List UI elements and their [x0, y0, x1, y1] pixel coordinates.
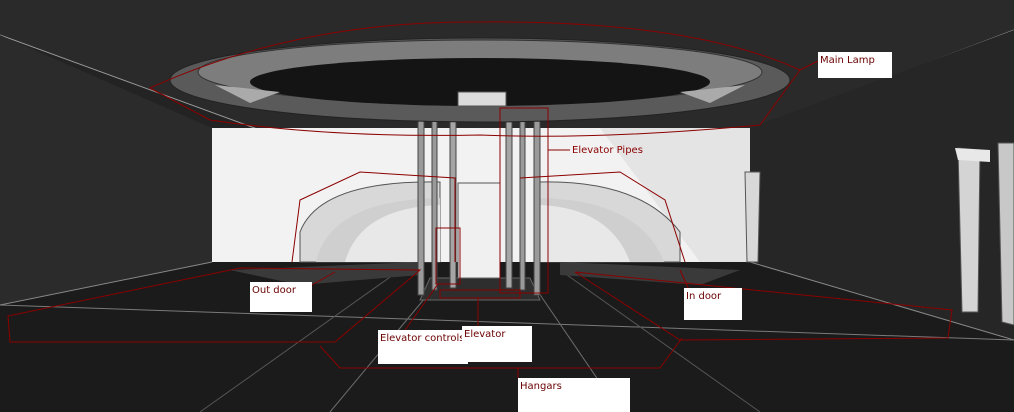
label-elevator: Elevator [462, 326, 532, 362]
pipe-5 [520, 95, 525, 290]
label-hangars: Hangars [518, 378, 630, 412]
elevator-shaft [458, 183, 500, 279]
label-main-lamp: Main Lamp [818, 52, 892, 78]
lamp-center-block [458, 92, 506, 106]
label-elevator-pipes: Elevator Pipes [570, 142, 648, 158]
right-column-1 [958, 148, 980, 312]
main-lamp [170, 38, 790, 122]
label-elevator-controls: Elevator controls [378, 330, 468, 364]
label-out-door: Out door [250, 282, 312, 312]
label-in-door: In door [684, 288, 742, 320]
right-column-1-cap [955, 148, 990, 162]
right-post [745, 172, 760, 262]
